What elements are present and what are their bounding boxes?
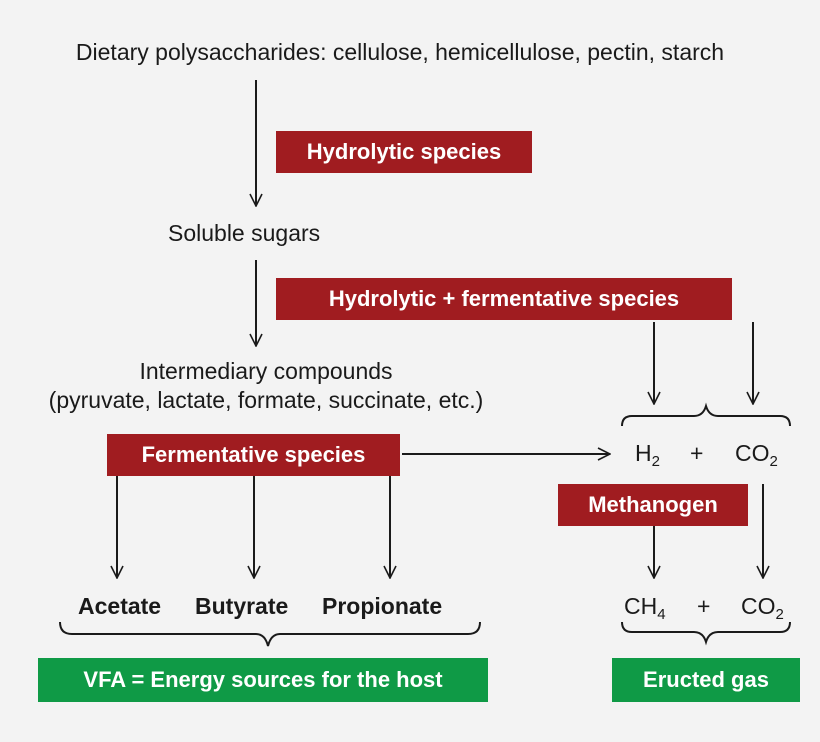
methanogen-box: Methanogen (558, 484, 748, 526)
intermediary-compounds-examples: (pyruvate, lactate, formate, succinate, … (48, 387, 484, 413)
hydrolytic-species-box: Hydrolytic species (276, 131, 532, 173)
acetate-label: Acetate (78, 593, 162, 619)
butyrate-label: Butyrate (195, 593, 289, 619)
brace-bottom-gases (621, 621, 791, 646)
soluble-sugars-label: Soluble sugars (168, 220, 321, 246)
plus-sign-bottom: + (697, 593, 711, 619)
plus-sign-top: + (690, 440, 704, 466)
co2-label-top: CO2 (735, 440, 778, 470)
h2-label: H2 (635, 440, 660, 470)
brace-top-gases (621, 402, 791, 427)
co2-label-bottom: CO2 (741, 593, 784, 623)
ch4-label: CH4 (624, 593, 666, 623)
brace-vfa (59, 621, 481, 647)
fermentative-species-box: Fermentative species (107, 434, 400, 476)
intermediary-compounds-label: Intermediary compounds (139, 358, 393, 384)
hydrolytic-fermentative-species-box: Hydrolytic + fermentative species (276, 278, 732, 320)
polysaccharides-label: Dietary polysaccharides: cellulose, hemi… (75, 39, 725, 65)
eructed-gas-box: Eructed gas (612, 658, 800, 702)
propionate-label: Propionate (322, 593, 443, 619)
vfa-energy-box: VFA = Energy sources for the host (38, 658, 488, 702)
